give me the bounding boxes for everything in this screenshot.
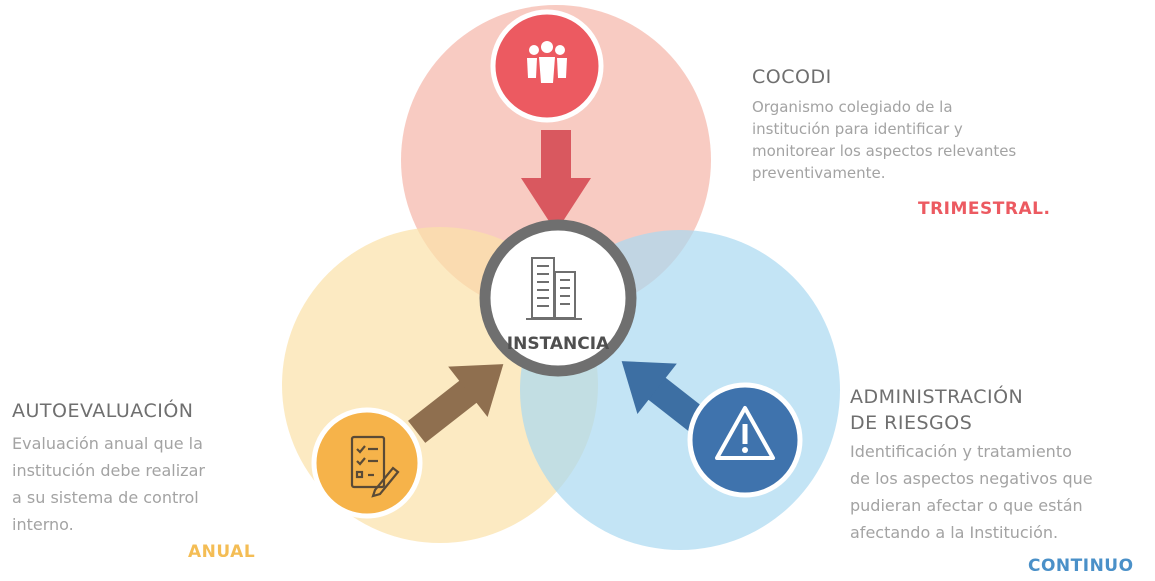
cocodi-description-line: monitorear los aspectos relevantes — [752, 142, 1017, 160]
people-group-icon — [527, 41, 567, 83]
riesgos-title-line: ADMINISTRACIÓN — [850, 386, 1024, 408]
riesgos-description-line: Identificación y tratamiento — [850, 442, 1072, 461]
cocodi-description-line: Organismo colegiado de la — [752, 98, 953, 116]
autoevaluacion-arrow — [408, 364, 504, 443]
autoevaluacion-description-line: a su sistema de control — [12, 488, 199, 507]
autoevaluacion-frequency: ANUAL — [188, 542, 256, 562]
center-node: INSTANCIA — [479, 219, 637, 377]
autoevaluacion-icon-badge — [311, 407, 423, 519]
riesgos-description-line: afectando a la Institución. — [850, 523, 1059, 542]
riesgos-description-line: pudieran afectar o que están — [850, 496, 1083, 515]
riesgos-description: Identificación y tratamiento de los aspe… — [850, 438, 1093, 546]
riesgos-title-line: DE RIESGOS — [850, 412, 973, 434]
cocodi-icon-badge — [490, 9, 604, 123]
cocodi-arrow — [521, 130, 591, 232]
cocodi-frequency: TRIMESTRAL. — [918, 199, 1051, 219]
cocodi-label-block: COCODI Organismo colegiado de la institu… — [752, 64, 1016, 184]
warning-icon — [715, 406, 775, 460]
cocodi-title: COCODI — [752, 66, 832, 88]
autoevaluacion-description: Evaluación anual que la institución debe… — [12, 430, 205, 538]
cocodi-description: Organismo colegiado de la institución pa… — [752, 96, 1016, 184]
cocodi-description-line: institución para identificar y — [752, 120, 963, 138]
checklist-icon — [350, 435, 400, 498]
autoevaluacion-description-line: interno. — [12, 515, 74, 534]
buildings-icon — [526, 257, 582, 320]
riesgos-description-line: de los aspectos negativos que — [850, 469, 1093, 488]
cocodi-description-line: preventivamente. — [752, 164, 886, 182]
riesgos-frequency: CONTINUO — [1028, 556, 1134, 576]
autoevaluacion-description-line: Evaluación anual que la — [12, 434, 203, 453]
riesgos-icon-badge — [687, 382, 803, 498]
autoevaluacion-title: AUTOEVALUACIÓN — [12, 400, 194, 422]
riesgos-label-block: ADMINISTRACIÓN DE RIESGOS Identificación… — [850, 384, 1093, 546]
center-label: INSTANCIA — [507, 334, 610, 354]
riesgos-title: ADMINISTRACIÓN DE RIESGOS — [850, 384, 1093, 436]
autoevaluacion-description-line: institución debe realizar — [12, 461, 205, 480]
autoevaluacion-label-block: AUTOEVALUACIÓN Evaluación anual que la i… — [12, 398, 205, 538]
